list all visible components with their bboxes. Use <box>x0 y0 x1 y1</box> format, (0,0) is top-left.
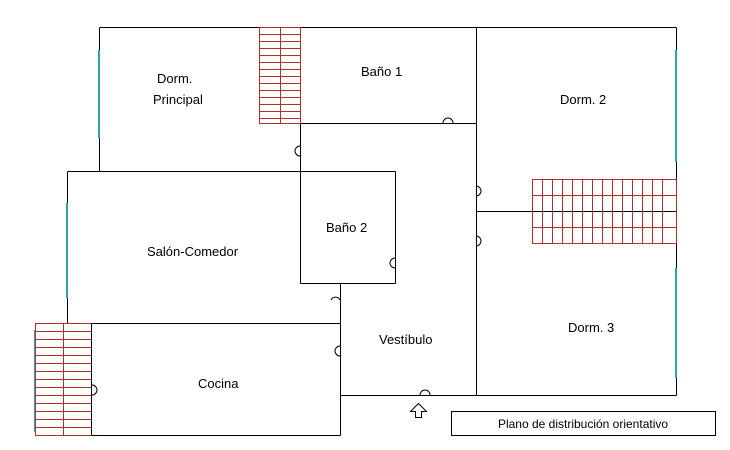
door-cocina-despensa <box>91 384 98 396</box>
label-cocina: Cocina <box>198 376 239 391</box>
stair-bano1 <box>259 27 301 124</box>
caption-box: Plano de distribución orientativo <box>451 411 716 436</box>
label-dorm3: Dorm. 3 <box>568 320 614 335</box>
door-dorm2 <box>475 185 482 197</box>
label-dorm2: Dorm. 2 <box>560 92 606 107</box>
stair-right <box>532 179 677 244</box>
label-dorm-principal-line1: Dorm. <box>157 71 192 86</box>
label-bano2: Baño 2 <box>326 220 367 235</box>
door-salon <box>330 296 341 301</box>
door-cocina-vestibulo <box>334 345 341 357</box>
door-bano2 <box>389 257 396 269</box>
label-dorm-principal-line2: Principal <box>153 92 203 107</box>
arrow-up-outline-icon <box>409 402 428 418</box>
door-dorm-principal <box>294 145 301 157</box>
label-bano1: Baño 1 <box>361 64 402 79</box>
door-entrada <box>419 389 431 396</box>
caption-text: Plano de distribución orientativo <box>498 417 668 431</box>
label-salon-comedor: Salón-Comedor <box>147 244 239 259</box>
stair-cocina <box>35 323 92 436</box>
doors <box>91 117 482 396</box>
door-dorm3 <box>475 235 482 247</box>
door-bano1 <box>442 117 454 124</box>
label-vestibulo: Vestíbulo <box>379 332 433 347</box>
